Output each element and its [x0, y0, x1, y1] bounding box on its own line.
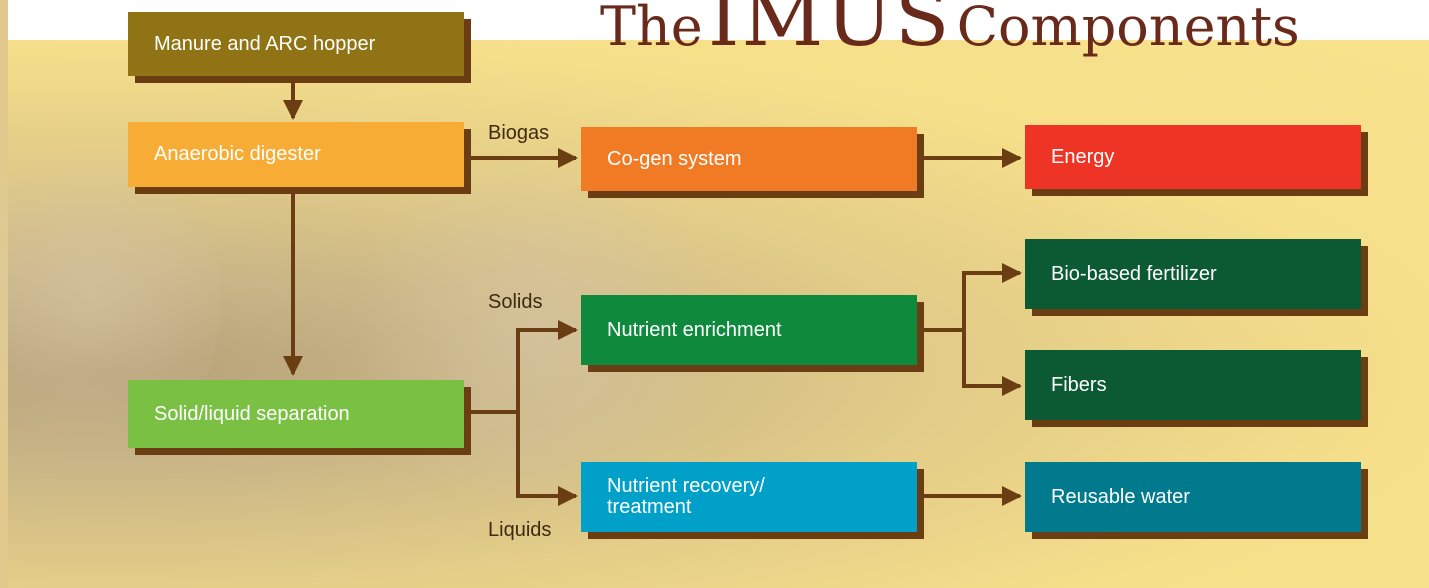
arrow-nutrient-to-fertilizer	[924, 263, 1022, 332]
box-nutrient-recovery-line1: Nutrient recovery/	[607, 475, 765, 497]
box-anaerobic-digester-label: Anaerobic digester	[154, 143, 321, 165]
box-reusable-water: Reusable water	[1025, 462, 1361, 532]
box-cogen-system-label: Co-gen system	[607, 147, 742, 170]
box-bio-based-fertilizer-label: Bio-based fertilizer	[1051, 262, 1217, 285]
box-energy-label: Energy	[1051, 145, 1115, 168]
box-nutrient-recovery: Nutrient recovery/ treatment	[581, 462, 917, 532]
label-solids: Solids	[488, 291, 543, 313]
box-nutrient-enrichment-label: Nutrient enrichment	[607, 318, 782, 341]
arrow-separation-to-nutrient	[471, 320, 578, 414]
box-bio-based-fertilizer: Bio-based fertilizer	[1025, 239, 1361, 309]
label-liquids: Liquids	[488, 519, 552, 541]
box-cogen-system: Co-gen system	[581, 127, 917, 191]
box-energy: Energy	[1025, 125, 1361, 189]
arrow-nutrient-to-fibers	[962, 330, 1022, 396]
arrow-separation-to-recovery	[516, 412, 578, 506]
title-word-the: The	[600, 0, 703, 58]
box-manure-hopper: Manure and ARC hopper	[128, 12, 464, 76]
box-nutrient-enrichment: Nutrient enrichment	[581, 295, 917, 365]
title-word-imus: IMUS	[707, 0, 952, 64]
box-manure-hopper-label: Manure and ARC hopper	[154, 32, 376, 55]
box-fibers: Fibers	[1025, 350, 1361, 420]
title-word-components: Components	[956, 0, 1300, 58]
box-nutrient-recovery-label: Nutrient recovery/ treatment	[607, 476, 765, 518]
box-solid-liquid-separation-label: Solid/liquid separation	[154, 402, 350, 425]
page-title: The IMUS Components	[600, 0, 1429, 58]
box-reusable-water-label: Reusable water	[1051, 485, 1190, 508]
label-biogas: Biogas	[488, 122, 550, 144]
box-solid-liquid-separation: Solid/liquid separation	[128, 380, 464, 448]
box-anaerobic-digester: Anaerobic digester	[128, 122, 464, 187]
box-nutrient-recovery-line2: treatment	[607, 496, 692, 518]
box-fibers-label: Fibers	[1051, 373, 1107, 396]
